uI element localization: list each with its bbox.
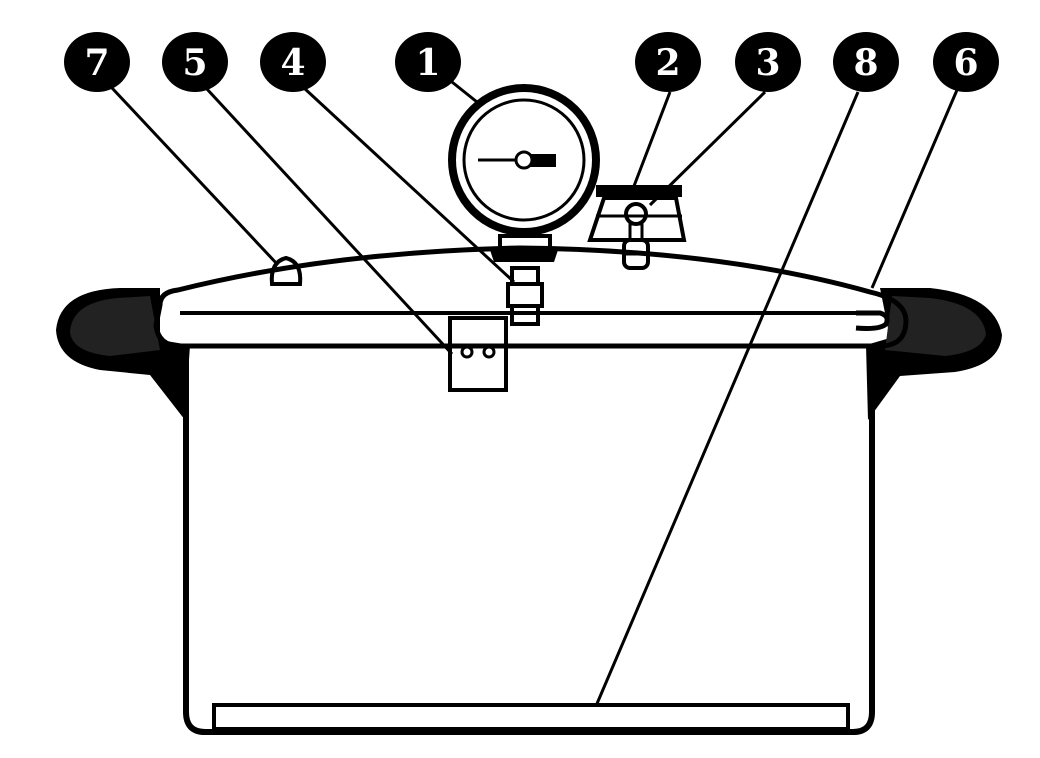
canner-lid xyxy=(153,245,909,349)
callout-number: 1 xyxy=(415,42,440,84)
callout-1: 1 xyxy=(395,32,461,92)
lid-vent-knob xyxy=(269,255,303,286)
bottom-rack xyxy=(212,703,850,731)
callout-number: 6 xyxy=(953,42,978,84)
callout-2: 2 xyxy=(635,32,701,92)
callout-5: 5 xyxy=(162,32,228,92)
callout-8: 8 xyxy=(833,32,899,92)
leader-lines xyxy=(110,80,959,707)
vent-pipe xyxy=(622,202,650,270)
left-handle xyxy=(56,288,190,420)
callout-number: 5 xyxy=(182,42,207,84)
callout-number: 7 xyxy=(84,42,109,84)
weight-regulator xyxy=(587,185,687,242)
callout-number: 2 xyxy=(655,42,680,84)
overpressure-plug-bracket xyxy=(448,316,508,392)
canner-body xyxy=(183,345,875,735)
callout-4: 4 xyxy=(260,32,326,92)
callout-number: 8 xyxy=(853,42,878,84)
callout-7: 7 xyxy=(64,32,130,92)
pressure-gauge xyxy=(448,84,600,236)
gauge-fitting xyxy=(490,234,558,326)
right-handle xyxy=(866,288,1002,420)
callout-number: 4 xyxy=(280,42,305,84)
lid-lock-mark xyxy=(855,310,890,331)
callout-6: 6 xyxy=(933,32,999,92)
callout-3: 3 xyxy=(735,32,801,92)
callout-number: 3 xyxy=(755,42,780,84)
